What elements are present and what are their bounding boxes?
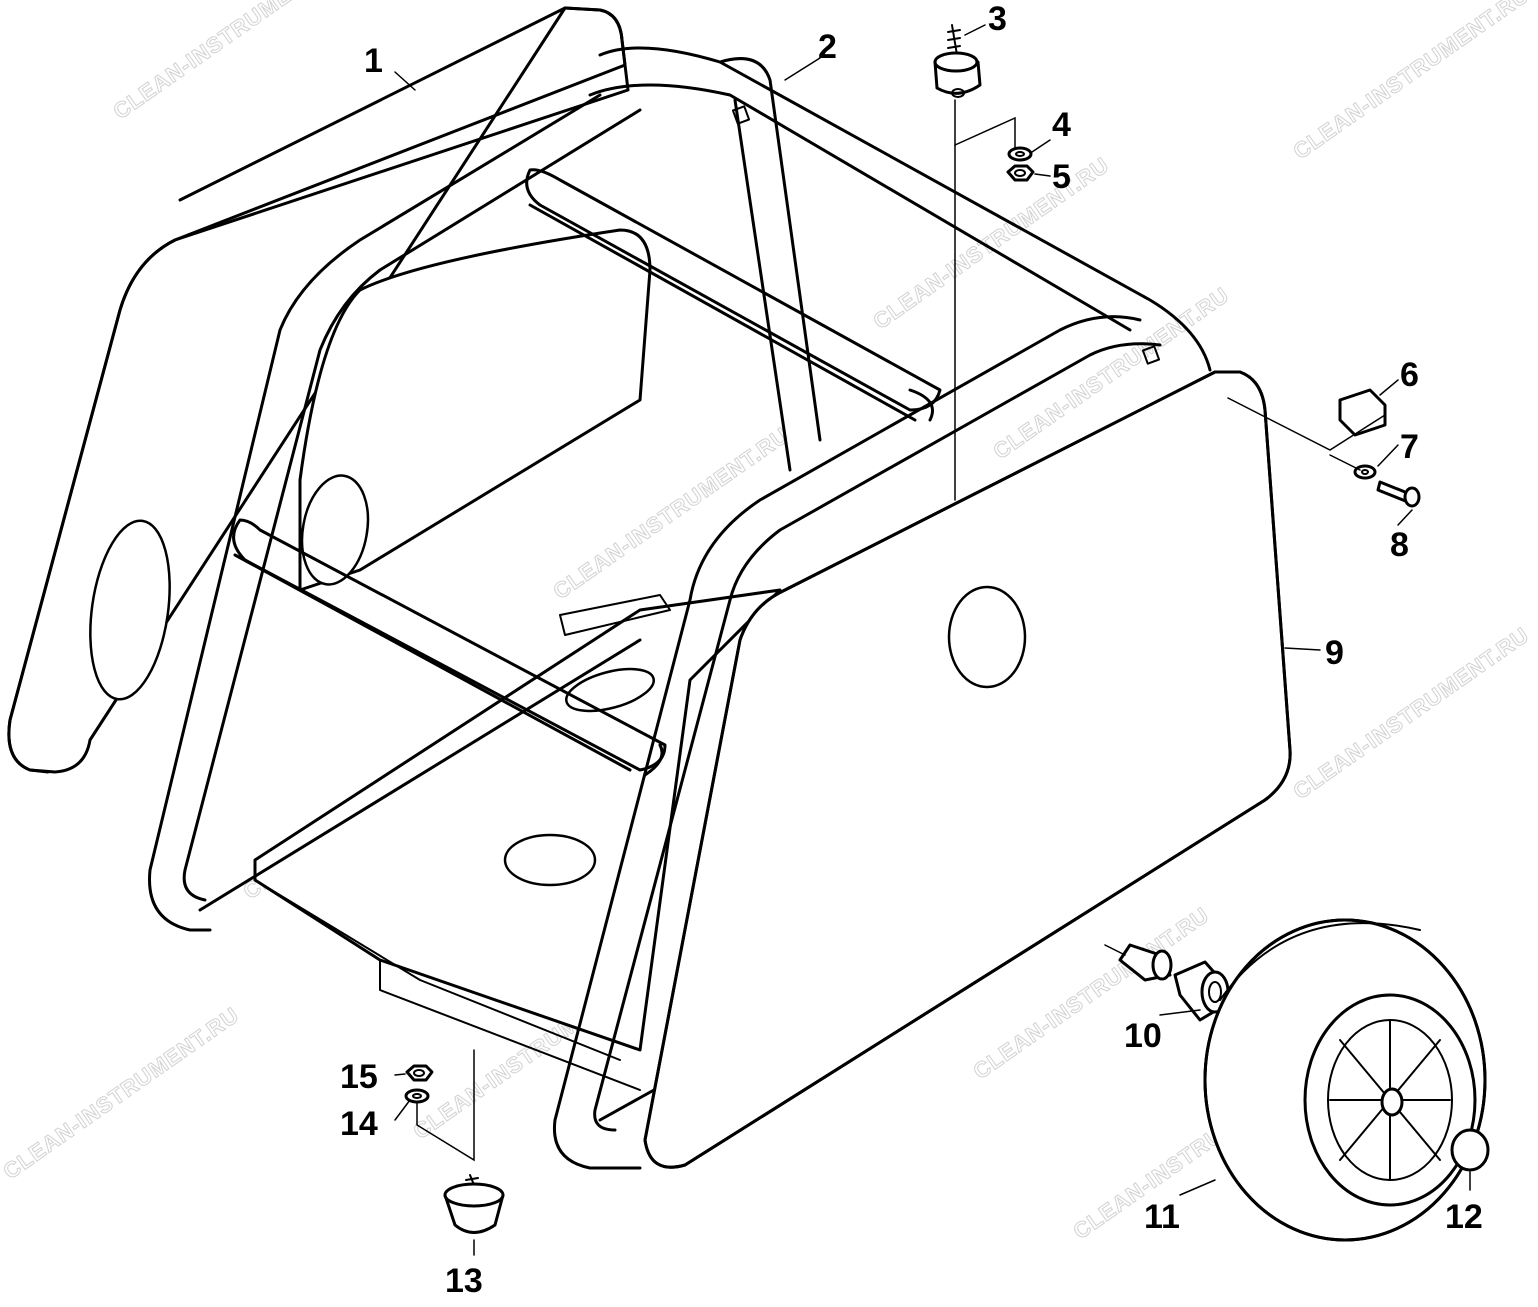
watermark-text: CLEAN-INSTRUMENT.RU <box>109 0 354 124</box>
watermark-text: CLEAN-INSTRUMENT.RU <box>549 422 794 604</box>
callout-9: 9 <box>1325 634 1344 672</box>
callout-11: 11 <box>1144 1198 1180 1236</box>
callout-14: 14 <box>340 1105 378 1143</box>
watermark-text: CLEAN-INSTRUMENT.RU <box>0 1002 244 1184</box>
washer-nut-top <box>1006 146 1035 182</box>
callout-1: 1 <box>364 42 383 80</box>
bottom-rubber-mount <box>404 1064 505 1234</box>
inner-panel <box>298 228 652 592</box>
callout-labels: 1 2 3 4 5 6 7 8 9 10 11 12 13 14 15 <box>340 0 1483 1300</box>
tubular-frame <box>148 46 1212 1170</box>
callout-4: 4 <box>1052 106 1071 144</box>
callout-8: 8 <box>1390 526 1409 564</box>
callout-15: 15 <box>340 1058 378 1096</box>
hub-cap <box>1450 1128 1490 1172</box>
callout-10: 10 <box>1124 1017 1162 1055</box>
rear-side-panel <box>7 6 630 774</box>
callout-7: 7 <box>1400 428 1419 466</box>
watermark-text: CLEAN-INSTRUMENT.RU <box>1289 0 1534 164</box>
leader-lines <box>394 24 1471 1256</box>
top-rubber-mount <box>933 24 982 98</box>
watermark-text: CLEAN-INSTRUMENT.RU <box>869 152 1114 334</box>
callout-6: 6 <box>1400 356 1419 394</box>
wheel <box>1203 918 1487 1242</box>
clip-washer-screw <box>1338 388 1421 508</box>
callout-5: 5 <box>1052 158 1071 196</box>
front-side-panel <box>643 370 1292 1169</box>
base-tray <box>253 588 782 1091</box>
callout-12: 12 <box>1445 1198 1483 1236</box>
axle-bushings <box>1118 943 1230 1022</box>
callout-13: 13 <box>445 1262 483 1300</box>
callout-3: 3 <box>988 0 1007 38</box>
callout-2: 2 <box>818 28 837 66</box>
